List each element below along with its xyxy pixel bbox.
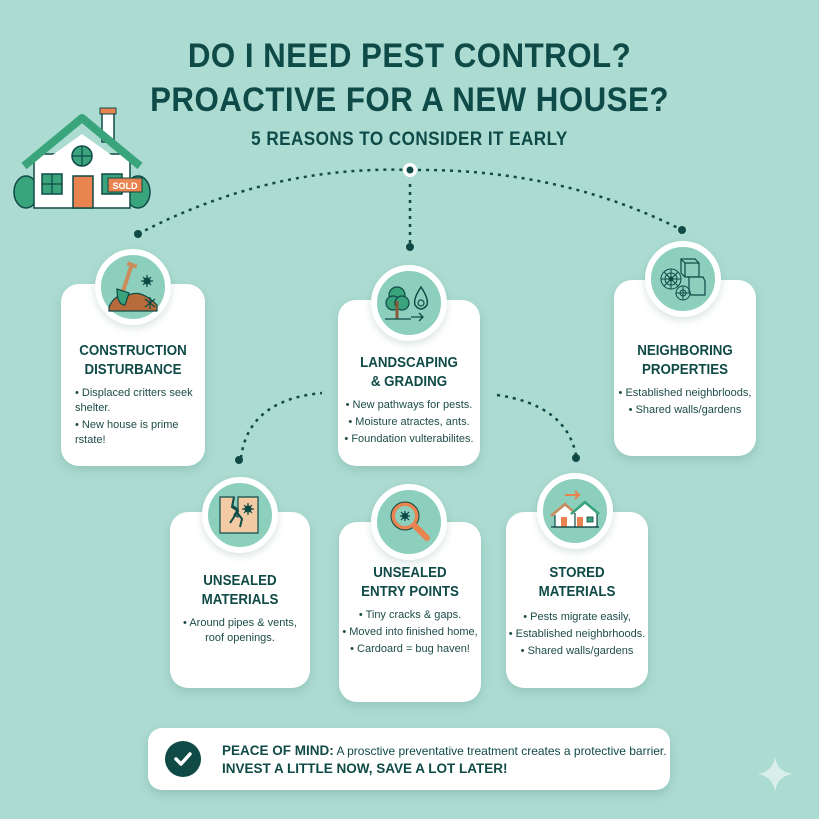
card-bullet: Cardoard = bug haven! xyxy=(339,642,481,657)
title-line-2: PROACTIVE FOR A NEW HOUSE? xyxy=(150,81,669,119)
footer-cta: INVEST A LITTLE NOW, SAVE A LOT LATER! xyxy=(222,761,508,776)
title-line-1: DO I NEED PEST CONTROL? xyxy=(187,37,632,75)
card-bullet: Foundation vulterabilites. xyxy=(338,432,480,447)
card-title: & GRADING xyxy=(370,374,448,390)
boxes-cobweb-icon xyxy=(645,241,721,317)
sparkle-icon xyxy=(757,756,793,792)
card-title: MATERIALS xyxy=(201,592,279,608)
card-title: UNSEALED xyxy=(203,573,277,589)
card-bullet: New pathways for pests. xyxy=(338,398,480,413)
house-icon: SOLD xyxy=(13,107,151,209)
magnifier-bug-icon xyxy=(371,484,447,560)
card-bullet: Established neighbrhoods. xyxy=(506,627,648,642)
checkmark-icon xyxy=(165,741,201,777)
card-bullet: Moisture atractes, ants. xyxy=(338,415,480,430)
card-title: CONSTRUCTION xyxy=(79,343,187,359)
footer-text: A prosctive preventative treatment creat… xyxy=(333,744,667,758)
peace-of-mind-banner: PEACE OF MIND: A prosctive preventative … xyxy=(148,728,670,790)
cracked-wall-icon xyxy=(202,477,278,553)
card-bullet: New house is prime rstate! xyxy=(75,418,205,448)
card-bullet: Pests migrate easily, xyxy=(506,610,648,625)
subtitle: 5 REASONS TO CONSIDER IT EARLY xyxy=(251,129,568,150)
tree-water-icon xyxy=(371,265,447,341)
card-bullet: Shared walls/gardens xyxy=(506,644,648,659)
card-bullet: Moved into finished home, xyxy=(339,625,481,640)
card-bullet: Established neighbrloods, xyxy=(614,386,756,401)
card-title: DISTURBANCE xyxy=(84,362,182,378)
card-unsealed-entry-points: UNSEALED ENTRY POINTS Tiny cracks & gaps… xyxy=(339,522,481,702)
card-title: ENTRY POINTS xyxy=(361,584,459,600)
card-title: LANDSCAPING xyxy=(360,355,458,371)
houses-migrate-icon xyxy=(537,473,613,549)
card-bullet: Shared walls/gardens xyxy=(614,403,756,418)
card-bullet: Around pipes & vents, roof openings. xyxy=(180,616,300,646)
sold-sign: SOLD xyxy=(112,181,138,191)
footer-label: PEACE OF MIND: xyxy=(222,743,334,758)
card-bullet: Tiny cracks & gaps. xyxy=(339,608,481,623)
card-title: PROPERTIES xyxy=(642,362,728,378)
shovel-dirt-icon xyxy=(95,249,171,325)
card-title: NEIGHBORING xyxy=(637,343,733,359)
card-bullet: Displaced critters seek shelter. xyxy=(75,386,205,416)
card-title: UNSEALED xyxy=(373,565,447,581)
card-title: STORED MATERIALS xyxy=(538,565,616,600)
